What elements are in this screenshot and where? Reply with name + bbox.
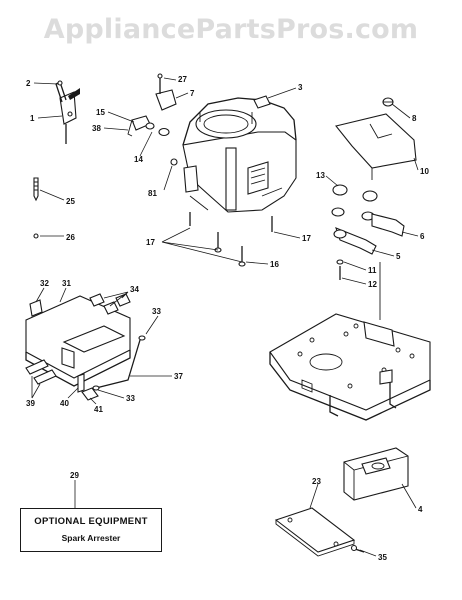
- spark-arrester-label: Spark Arrester: [61, 533, 121, 543]
- callout-11: 11: [368, 266, 377, 275]
- callout-5: 5: [396, 252, 401, 261]
- callout-2: 2: [26, 79, 31, 88]
- callout-29: 29: [70, 471, 79, 480]
- chassis-plate: [269, 313, 431, 421]
- callout-25: 25: [66, 197, 75, 206]
- callout-3: 3: [298, 83, 303, 92]
- callout-39: 39: [26, 399, 35, 408]
- callout-15: 15: [96, 108, 105, 117]
- callout-35: 35: [378, 553, 387, 562]
- callout-33-b: 33: [126, 394, 135, 403]
- callout-7: 7: [190, 89, 195, 98]
- leader-lines: [31, 77, 419, 557]
- callout-31: 31: [62, 279, 71, 288]
- callout-16: 16: [270, 260, 279, 269]
- callout-4: 4: [418, 505, 423, 514]
- callout-32: 32: [40, 279, 49, 288]
- callout-81: 81: [148, 189, 157, 198]
- engine: [170, 95, 297, 213]
- callout-33-a: 33: [152, 307, 161, 316]
- optional-equipment-box: OPTIONAL EQUIPMENT Spark Arrester: [20, 508, 162, 552]
- callout-38: 38: [92, 124, 101, 133]
- exhaust-pipes: [331, 184, 405, 320]
- callout-41: 41: [94, 405, 103, 414]
- callout-26: 26: [66, 233, 75, 242]
- callout-13: 13: [316, 171, 325, 180]
- callout-1: 1: [30, 114, 35, 123]
- callout-14: 14: [134, 155, 143, 164]
- callout-23: 23: [312, 477, 321, 486]
- muffler: [274, 447, 409, 557]
- callout-40: 40: [60, 399, 69, 408]
- callout-8: 8: [412, 114, 417, 123]
- fuel-fittings: [127, 73, 177, 137]
- callout-labels: 2 1 3 27 7 15 38 14 81 25 26 17 17 16 8 …: [26, 75, 429, 562]
- callout-6: 6: [420, 232, 425, 241]
- fasteners-left: [33, 177, 39, 239]
- optional-equipment-title: OPTIONAL EQUIPMENT: [34, 516, 148, 527]
- throttle-control: [55, 80, 80, 144]
- callout-27: 27: [178, 75, 187, 84]
- callout-17-a: 17: [146, 238, 155, 247]
- callout-37: 37: [174, 372, 183, 381]
- callout-10: 10: [420, 167, 429, 176]
- callout-17-b: 17: [302, 234, 311, 243]
- callout-12: 12: [368, 280, 377, 289]
- engine-mount-bolts: [189, 212, 273, 267]
- watermark: AppliancePartsPros.com: [43, 14, 419, 45]
- fuel-tank-assembly: [25, 293, 146, 401]
- callout-34: 34: [130, 285, 139, 294]
- heat-shield: [335, 97, 417, 180]
